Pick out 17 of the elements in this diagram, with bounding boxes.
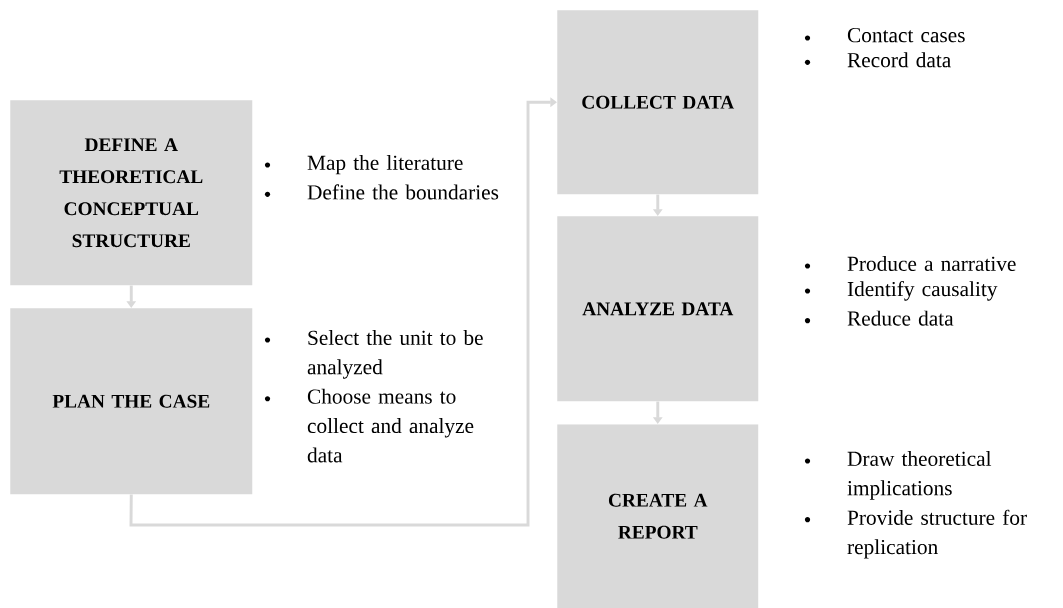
bullet-item: Draw theoretical implications — [804, 451, 992, 500]
process-box: PLAN THE CASE — [10, 308, 253, 495]
bullet-item: Record data — [804, 52, 951, 68]
bullet-item: Reduce data — [804, 310, 954, 326]
bullet-item: Identify causality — [804, 281, 998, 301]
arrow — [129, 97, 557, 527]
bullet-item: Choose means to collect and analyze data — [264, 388, 474, 463]
process-box: DEFINE A THEORETICAL CONCEPTUAL STRUCTURE — [10, 100, 253, 286]
process-box: ANALYZE DATA — [557, 216, 759, 402]
bullet-item: Contact cases — [804, 28, 965, 43]
bullet-item: Produce a narrative — [804, 256, 1016, 271]
bullet-item: Define the boundaries — [264, 184, 499, 200]
bullet-item: Provide structure for replication — [804, 509, 1027, 559]
process-box: CREATE A REPORT — [557, 424, 759, 608]
process-box: COLLECT DATA — [557, 10, 759, 195]
bullet-item: Select the unit to be analyzed — [264, 330, 483, 379]
bullet-item: Map the literature — [264, 155, 463, 175]
